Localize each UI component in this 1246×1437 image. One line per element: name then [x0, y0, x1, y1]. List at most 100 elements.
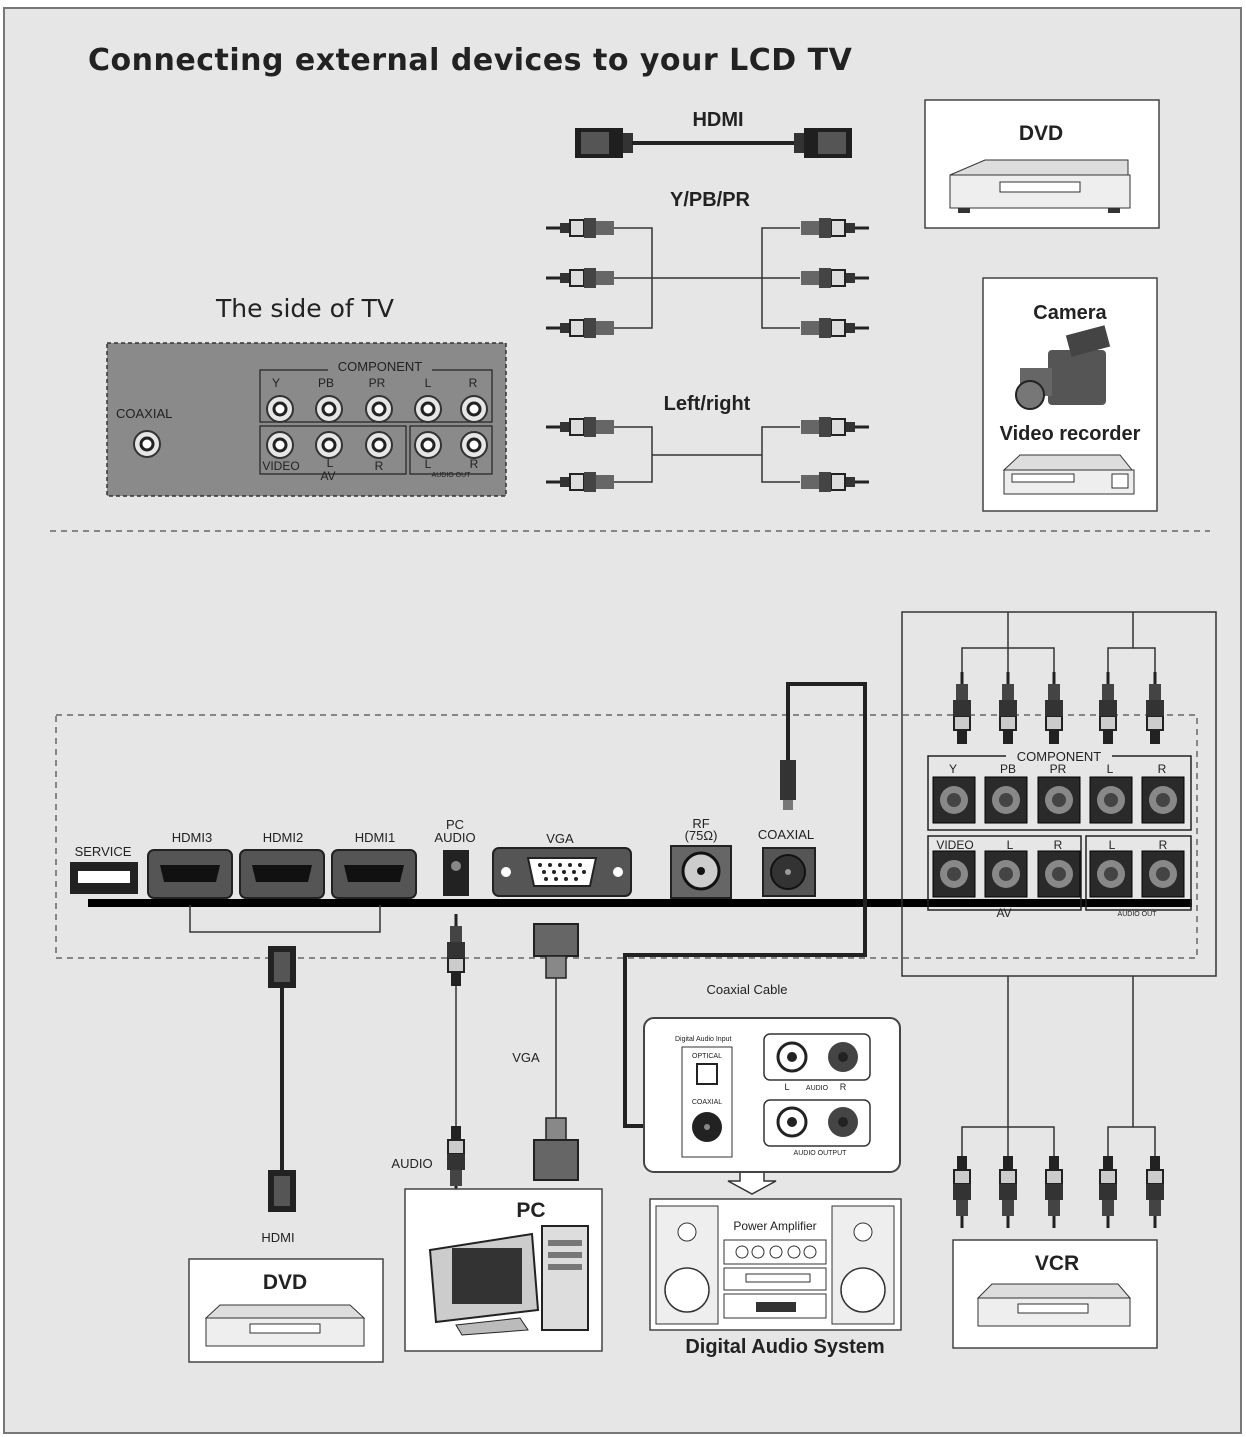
rf-port[interactable]	[670, 845, 732, 899]
speaker-right-icon	[831, 1205, 895, 1325]
side-component-l-jack[interactable]	[413, 394, 443, 424]
side-audio-out-l-jack[interactable]	[413, 430, 443, 460]
pc-audio-label-1: PC	[446, 817, 464, 832]
hdmi-cable-label: HDMI	[692, 109, 743, 131]
arrow-down-icon	[727, 1173, 777, 1195]
rear-component-label: COMPONENT	[1017, 749, 1102, 764]
service-usb-port[interactable]	[70, 862, 138, 894]
audio-in-l-label: L	[784, 1082, 789, 1092]
rear-av-video-jack[interactable]	[932, 850, 976, 898]
side-coaxial-jack[interactable]	[132, 429, 162, 459]
side-av-video-jack[interactable]	[265, 430, 295, 460]
left-right-cable: Left/right	[544, 393, 871, 494]
pc-audio-port[interactable]	[443, 850, 469, 896]
side-av-r-label: R	[375, 459, 384, 473]
page-frame	[3, 7, 1242, 1434]
vcr-label: VCR	[1035, 1252, 1079, 1275]
dvd-device-bottom: DVD	[188, 1258, 384, 1363]
rear-component-r-jack[interactable]	[1141, 776, 1185, 824]
coaxial-port-label: COAXIAL	[758, 827, 814, 842]
side-component-r-label: R	[469, 376, 478, 390]
audio-cable: AUDIO	[391, 912, 467, 1200]
rf-port-label-2: (75Ω)	[685, 828, 718, 843]
ypbpr-cable-label: Y/PB/PR	[670, 189, 751, 211]
rear-component-pr-label: PR	[1050, 762, 1067, 776]
side-audio-out-l-label: L	[425, 457, 432, 471]
digital-audio-panel: Digital Audio Input OPTICAL COAXIAL L AU…	[643, 1017, 901, 1173]
rear-audio-out-l-jack[interactable]	[1089, 850, 1133, 898]
rear-audio-out-r-label: R	[1159, 838, 1168, 852]
video-recorder-label: Video recorder	[1000, 423, 1141, 445]
side-component-pb-jack[interactable]	[314, 394, 344, 424]
pc-device: PC	[404, 1188, 603, 1352]
panel-coaxial-label: COAXIAL	[692, 1099, 722, 1106]
side-component-pr-jack[interactable]	[364, 394, 394, 424]
dvd-label-top: DVD	[1019, 122, 1063, 145]
side-component-y-label: Y	[272, 376, 280, 390]
video-recorder-icon	[1002, 454, 1135, 495]
side-component-y-jack[interactable]	[265, 394, 295, 424]
camera-label: Camera	[1033, 302, 1107, 324]
camera-icon	[1015, 325, 1111, 410]
rear-audio-out-r-jack[interactable]	[1141, 850, 1185, 898]
digital-audio-system: Power Amplifier Digital Audio System	[649, 1198, 902, 1358]
rear-av-l-label: L	[1007, 838, 1014, 852]
digital-audio-system-label: Digital Audio System	[685, 1336, 884, 1358]
hdmi3-port-label: HDMI3	[172, 830, 212, 845]
rear-audio-out-label: AUDIO OUT	[1118, 911, 1158, 918]
rear-av-l-jack[interactable]	[984, 850, 1028, 898]
side-component-label: COMPONENT	[338, 359, 423, 374]
tv-side-panel: COAXIAL COMPONENT Y PB PR L R VIDEO L R …	[106, 342, 507, 497]
vga-port[interactable]	[492, 847, 632, 897]
side-av-l-label: L	[327, 456, 334, 470]
rear-av-label: AV	[996, 906, 1011, 920]
hdmi-cable-bottom-label: HDMI	[261, 1230, 294, 1245]
audio-in-label: AUDIO	[806, 1085, 829, 1092]
dvd-label-bottom: DVD	[263, 1271, 307, 1294]
side-av-l-jack[interactable]	[314, 430, 344, 460]
ypbpr-cable: Y/PB/PR	[544, 189, 871, 340]
hdmi2-port-label: HDMI2	[263, 830, 303, 845]
service-port-label: SERVICE	[75, 844, 132, 859]
pc-label: PC	[516, 1199, 545, 1222]
rear-component-l-jack[interactable]	[1089, 776, 1133, 824]
audio-in-r-label: R	[840, 1082, 847, 1092]
camera-device: Camera Video recorder	[982, 277, 1158, 512]
rear-av-panel: COMPONENT Y PB PR L R VIDEO L R L R AV A…	[927, 748, 1192, 920]
rear-component-pr-jack[interactable]	[1037, 776, 1081, 824]
rear-av-video-label: VIDEO	[936, 838, 973, 852]
side-av-r-jack[interactable]	[364, 430, 394, 460]
digital-audio-input-label: Digital Audio Input	[675, 1036, 731, 1043]
hdmi-cable-bottom: HDMI	[261, 946, 296, 1245]
vcr-device: VCR	[952, 1239, 1158, 1349]
side-audio-out-r-jack[interactable]	[459, 430, 489, 460]
speaker-left-icon	[655, 1205, 719, 1325]
vga-cable-label: VGA	[512, 1050, 540, 1065]
hdmi3-port[interactable]	[147, 849, 233, 899]
hdmi-cable: HDMI	[575, 109, 852, 158]
hdmi1-port[interactable]	[331, 849, 417, 899]
component-cable-top	[951, 612, 1166, 746]
coaxial-port[interactable]	[762, 847, 816, 897]
amplifier-icon	[723, 1239, 827, 1319]
computer-icon	[428, 1225, 589, 1336]
left-right-cable-label: Left/right	[664, 393, 751, 415]
side-component-r-jack[interactable]	[459, 394, 489, 424]
audio-cable-label: AUDIO	[391, 1156, 432, 1171]
rear-component-pb-jack[interactable]	[984, 776, 1028, 824]
optical-jack[interactable]	[696, 1063, 718, 1085]
av-cable-routing-box	[901, 611, 1217, 977]
rear-component-l-label: L	[1107, 762, 1114, 776]
side-audio-out-label: AUDIO OUT	[432, 472, 472, 479]
side-component-pb-label: PB	[318, 376, 334, 390]
vga-cable: VGA	[512, 923, 579, 1181]
side-coaxial-label: COAXIAL	[116, 406, 172, 421]
rear-component-pb-label: PB	[1000, 762, 1016, 776]
hdmi2-port[interactable]	[239, 849, 325, 899]
rear-av-r-jack[interactable]	[1037, 850, 1081, 898]
side-av-label: AV	[320, 469, 335, 483]
rear-component-y-jack[interactable]	[932, 776, 976, 824]
rear-av-r-label: R	[1054, 838, 1063, 852]
